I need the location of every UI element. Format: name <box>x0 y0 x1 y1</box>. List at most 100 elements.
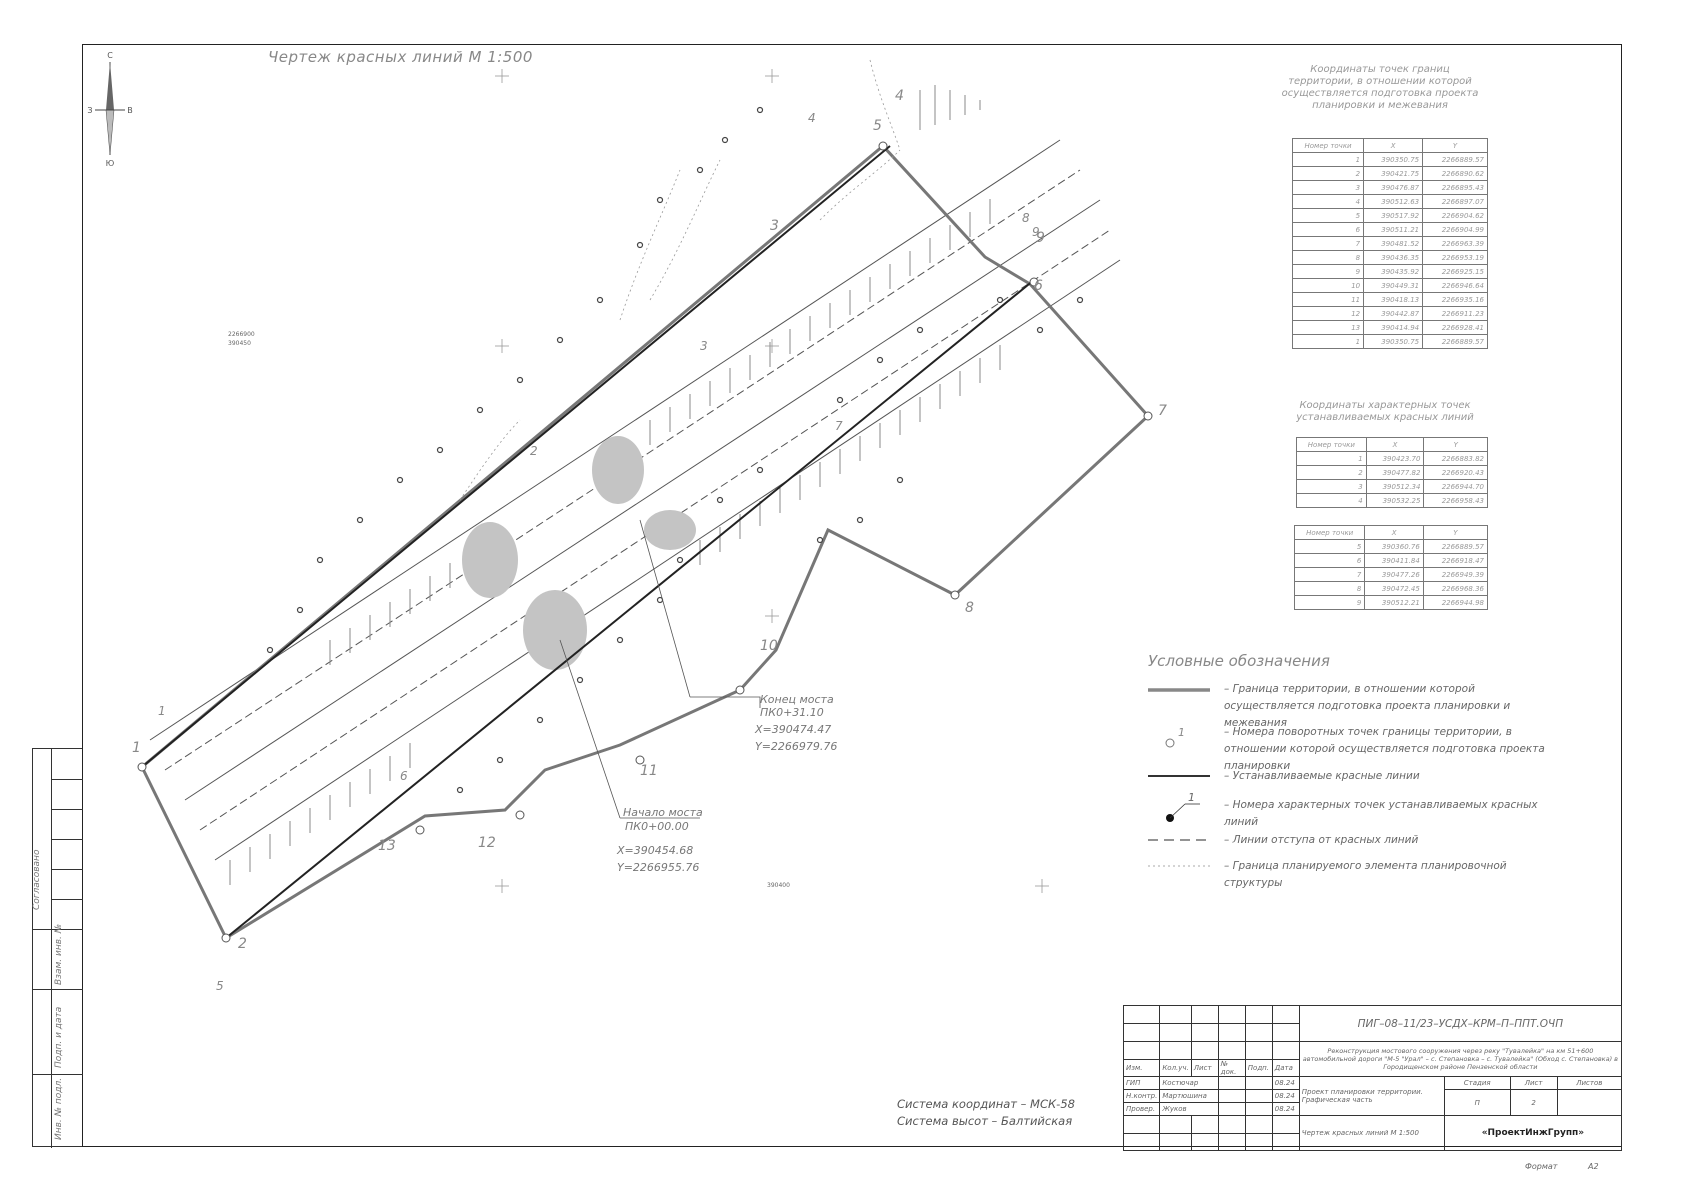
boundary-point-2: 2 <box>238 936 247 952</box>
cell: 1 <box>1291 152 1365 167</box>
cell: 2266958.43 <box>1423 493 1488 508</box>
cell: 4 <box>1291 194 1365 209</box>
cell: 11 <box>1291 292 1365 307</box>
bridge-end-x: X=390474.47 <box>754 723 831 736</box>
cell: 390411.84 <box>1364 553 1424 568</box>
legend-item-planning-element: – Граница планируемого элемента планиров… <box>1224 860 1507 889</box>
company-logo: «ПроектИнжГрупп» <box>1481 1128 1585 1138</box>
document-code: ПИГ–08–11/23–УСДХ–КРМ–П–ППТ.ОЧП <box>1298 1005 1623 1042</box>
sheet-label: Лист <box>1509 1076 1558 1090</box>
cell: 390512.21 <box>1364 595 1424 610</box>
drawing-name: Чертеж красных линий М 1:500 <box>1298 1115 1445 1151</box>
grid-label-c: 2266900 <box>228 331 255 338</box>
cell: 390350.75 <box>1363 334 1424 349</box>
cell: 12 <box>1291 306 1365 321</box>
cell: 390477.26 <box>1364 567 1424 582</box>
boundary-point-labels: 1 2 3 4 5 6 7 8 9 10 11 12 13 <box>132 88 1167 952</box>
person-date: 08.24 <box>1271 1076 1300 1090</box>
bridge-start-pk: ПК0+00.00 <box>625 820 689 833</box>
stage-value: П <box>1443 1089 1511 1116</box>
col-header-y: Y <box>1422 525 1489 540</box>
bridge-start-x: X=390454.68 <box>616 844 693 857</box>
boundary-point-5: 5 <box>873 118 882 134</box>
header-podp: Подп. <box>1244 1059 1273 1077</box>
red-line-point-8: 8 <box>1022 211 1030 225</box>
cell: 2266944.70 <box>1423 479 1488 494</box>
cell: 2266911.23 <box>1422 306 1488 321</box>
boundary-point-10: 10 <box>760 638 778 654</box>
coordinate-system-line: Система координат – МСК-58 <box>897 1097 1075 1111</box>
red-line-point-2: 2 <box>530 444 538 458</box>
cell: 2266883.82 <box>1423 451 1488 466</box>
col-header-point: Номер точки <box>1296 437 1367 452</box>
bridge-start-y: Y=2266955.76 <box>617 861 699 874</box>
red-line-point-6: 6 <box>400 769 408 783</box>
legend-circle-label: 1 <box>1178 726 1185 739</box>
person-role: Провер. <box>1122 1102 1161 1116</box>
cell: 390481.52 <box>1363 236 1424 251</box>
red-line-point-3: 3 <box>700 339 708 353</box>
red-line-point-4: 4 <box>808 111 816 125</box>
slope-hatching-top <box>919 85 981 130</box>
cell: 8 <box>1291 250 1365 265</box>
cell: 390442.87 <box>1363 306 1424 321</box>
survey-markers <box>266 106 1084 794</box>
col-header-y: Y <box>1423 437 1488 452</box>
road-corridor <box>149 139 1121 861</box>
boundary-point-1: 1 <box>132 740 141 756</box>
cell: 2266949.39 <box>1422 567 1489 582</box>
boundary-point-11: 11 <box>640 763 658 779</box>
contour-lines <box>459 59 901 501</box>
cell: 9 <box>1293 595 1366 610</box>
red-lines <box>141 145 1035 939</box>
cell: 6 <box>1293 553 1366 568</box>
cell: 2266918.47 <box>1422 553 1489 568</box>
header-list: Лист <box>1190 1059 1219 1077</box>
header-date: Дата <box>1271 1059 1300 1077</box>
cell: 2266889.57 <box>1422 152 1488 167</box>
drawing-frame <box>82 44 1622 1147</box>
red-line-point-1: 1 <box>158 704 166 718</box>
legend-title: Условные обозначения <box>1148 652 1330 670</box>
header-ndoc: № док. <box>1217 1059 1246 1077</box>
cell: 2266968.36 <box>1422 581 1489 596</box>
cell: 2266920.43 <box>1423 465 1488 480</box>
red-line-point-7: 7 <box>835 419 843 433</box>
grid-label-a: 390450 <box>228 340 251 347</box>
cell: 5 <box>1291 208 1365 223</box>
cell: 4 <box>1296 493 1367 508</box>
cell: 8 <box>1293 581 1366 596</box>
person-role: ГИП <box>1122 1076 1161 1090</box>
cell: 7 <box>1293 567 1366 582</box>
company-cell: «ПроектИнжГрупп» <box>1443 1115 1623 1151</box>
boundary-point-12: 12 <box>478 835 496 851</box>
cell: 2266897.07 <box>1422 194 1488 209</box>
cell: 2266935.16 <box>1422 292 1488 307</box>
cell: 5 <box>1293 539 1366 554</box>
cell: 1 <box>1296 451 1367 466</box>
slope-hatching-upper <box>329 199 991 665</box>
red-line-point-labels: 1 2 3 4 5 6 7 8 9 <box>158 111 1040 993</box>
person-role: Н.контр. <box>1122 1089 1161 1103</box>
bridge-start-title: Начало моста <box>623 806 703 819</box>
cell: 390423.70 <box>1365 451 1425 466</box>
cell: 1 <box>1291 334 1365 349</box>
sheet-value: 2 <box>1509 1089 1558 1116</box>
